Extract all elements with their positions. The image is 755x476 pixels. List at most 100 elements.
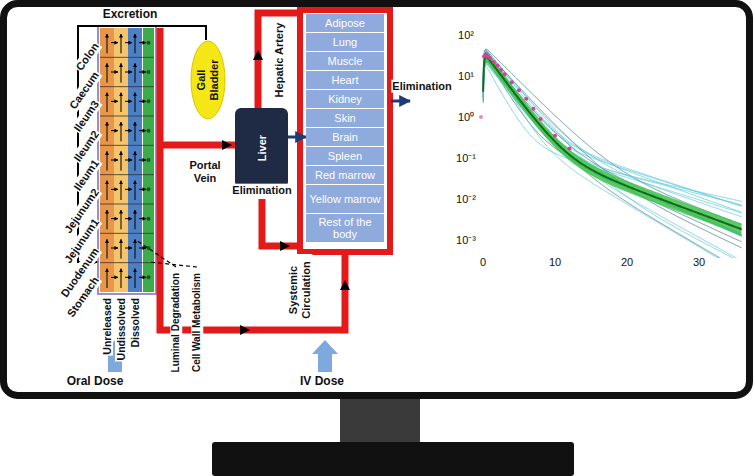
tissue-box: Lung xyxy=(306,33,384,51)
simulated-profile xyxy=(483,51,741,258)
transit-arrow xyxy=(107,151,108,170)
observed-point xyxy=(488,56,492,60)
tissue-box: Kidney xyxy=(306,90,384,108)
x-tick-label: 20 xyxy=(620,256,634,269)
x-tick-label: 10 xyxy=(548,256,562,269)
observed-point xyxy=(524,97,528,101)
tissue-label: Brain xyxy=(332,131,358,143)
transit-arrow xyxy=(135,269,136,288)
organ-label: Liver xyxy=(255,116,268,180)
transit-arrow xyxy=(121,181,122,200)
transit-arrow xyxy=(121,122,122,141)
transit-arrow xyxy=(121,151,122,170)
transit-arrow xyxy=(135,93,136,112)
tissue-label: Skin xyxy=(334,112,355,124)
transit-arrow xyxy=(135,122,136,141)
transit-arrow xyxy=(121,269,122,288)
gi-outline xyxy=(98,26,156,294)
transit-arrow xyxy=(121,210,122,229)
transfer-arrow xyxy=(125,130,132,131)
organ-label: Gall Bladder xyxy=(195,51,220,109)
observed-point xyxy=(503,72,507,76)
flow-label: Elimination xyxy=(391,80,452,93)
simulated-profile xyxy=(483,67,741,213)
segment-divider xyxy=(100,262,154,263)
tissue-box: Skin xyxy=(306,109,384,127)
absorption-dot xyxy=(147,70,151,74)
segment-divider xyxy=(100,174,154,175)
monitor-base xyxy=(212,442,574,476)
observed-point xyxy=(495,64,499,68)
observed-point xyxy=(492,60,496,64)
y-tick-label: 10⁻³ xyxy=(455,234,477,247)
transfer-arrow xyxy=(139,277,146,278)
transfer-arrow xyxy=(125,72,132,73)
transfer-arrow xyxy=(125,160,132,161)
transit-arrow xyxy=(135,63,136,82)
simulated-profile xyxy=(483,49,741,224)
transit-arrow xyxy=(107,239,108,258)
monitor-frame xyxy=(4,4,750,396)
transfer-arrow xyxy=(111,189,118,190)
compartment-label: Undissolved xyxy=(115,297,127,361)
observed-point xyxy=(510,80,514,84)
tissue-label: Spleen xyxy=(328,150,362,162)
transfer-arrow xyxy=(111,160,118,161)
flow-label: Systemic Circulation xyxy=(287,254,312,326)
flow-label: IV Dose xyxy=(299,375,345,389)
tissue-box: Red marrow xyxy=(306,166,384,184)
segment-divider xyxy=(100,116,154,117)
transit-arrow xyxy=(107,122,108,141)
observed-point xyxy=(567,147,571,151)
transfer-arrow xyxy=(139,72,146,73)
transfer-arrow xyxy=(125,189,132,190)
transit-arrow xyxy=(121,63,122,82)
flow-label: Hepatic Artery xyxy=(273,22,286,99)
tissue-label: Muscle xyxy=(328,55,363,67)
tissue-label: Lung xyxy=(333,36,357,48)
absorption-dot xyxy=(147,275,151,279)
gi-segment-arrows xyxy=(100,34,154,288)
transfer-arrow xyxy=(111,42,118,43)
tissue-box: Rest of the body xyxy=(306,214,384,242)
observed-point xyxy=(553,134,557,138)
segment-label: Colon xyxy=(73,39,102,73)
transfer-arrow xyxy=(139,130,146,131)
transit-arrow xyxy=(107,210,108,229)
flow-arrow xyxy=(340,280,350,290)
transit-arrow xyxy=(135,181,136,200)
transfer-arrow xyxy=(139,160,146,161)
simulated-profile xyxy=(483,51,741,258)
segment-divider xyxy=(100,233,154,234)
transfer-arrow xyxy=(125,248,132,249)
absorption-dot xyxy=(147,129,151,133)
transit-arrow xyxy=(107,34,108,53)
transfer-arrow xyxy=(125,218,132,219)
flow-connector xyxy=(288,136,306,139)
simulated-profile xyxy=(483,61,741,258)
transit-arrow xyxy=(135,239,136,258)
tissue-label: Yellow marrow xyxy=(309,193,380,205)
transfer-arrow xyxy=(139,101,146,102)
segment-divider xyxy=(100,86,154,87)
compartment-label: Unreleased xyxy=(101,297,113,356)
transit-arrow xyxy=(107,269,108,288)
concentration-plot xyxy=(479,49,742,258)
tissue-frame xyxy=(300,10,390,252)
transfer-arrow xyxy=(111,248,118,249)
transfer-arrow xyxy=(125,101,132,102)
tissue-label: Heart xyxy=(332,74,359,86)
absorption-dot xyxy=(147,187,151,191)
simulated-profile xyxy=(483,60,741,212)
transit-arrow xyxy=(135,151,136,170)
transfer-arrow xyxy=(125,277,132,278)
transit-arrow xyxy=(121,34,122,53)
absorption-dot xyxy=(147,217,151,221)
x-tick-label: 0 xyxy=(479,256,487,269)
transit-arrow xyxy=(121,93,122,112)
simulated-profile xyxy=(483,52,741,236)
tissue-label: Rest of the body xyxy=(309,216,381,240)
transfer-arrow xyxy=(139,42,146,43)
y-tick-label: 10¹ xyxy=(457,70,475,83)
